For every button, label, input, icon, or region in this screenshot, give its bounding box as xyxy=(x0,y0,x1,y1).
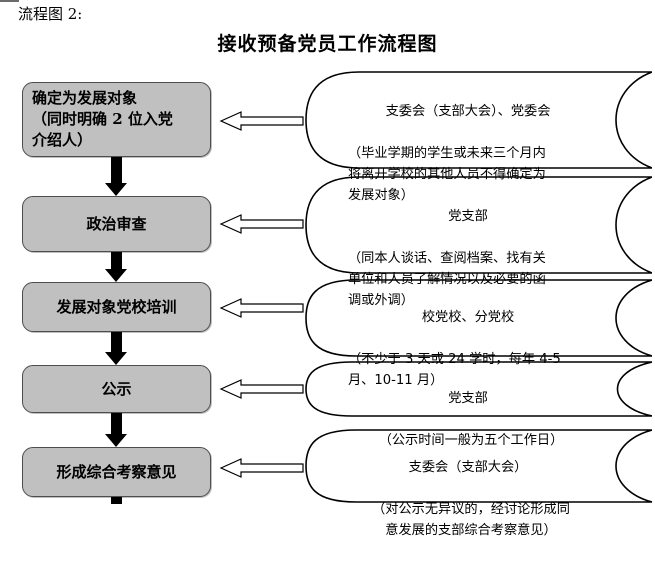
callout-body: （同本人谈话、查阅档案、找有关 单位和人员了解情况以及必要的函 调或外调） xyxy=(348,251,546,308)
left-block-arrow-icon xyxy=(219,379,304,399)
process-box-step-3[interactable]: 发展对象党校培训 xyxy=(22,282,211,332)
tape-shape-outline xyxy=(305,361,652,417)
chart-title: 接收预备党员工作流程图 xyxy=(217,33,438,55)
tape-shape-outline xyxy=(305,279,652,357)
callout-step-4[interactable]: 党支部 （公示时间一般为五个工作日） xyxy=(304,360,652,448)
tape-shape-outline xyxy=(305,176,652,274)
tape-shape-outline xyxy=(305,429,652,503)
arrow-head-down-icon xyxy=(105,434,127,447)
callout-arrow-step-5 xyxy=(219,457,305,479)
callout-arrow-step-4 xyxy=(219,378,305,400)
left-block-arrow-icon xyxy=(219,111,304,131)
arrow-shaft xyxy=(111,332,122,352)
process-box-step-4[interactable]: 公示 xyxy=(22,365,211,413)
callout-arrow-step-2 xyxy=(219,213,305,235)
callout-body: （对公示无异议的，经讨论形成同 意发展的支部综合考察意见） xyxy=(372,502,570,538)
process-box-label: 公示 xyxy=(101,379,132,398)
arrow-head-down-icon xyxy=(105,352,127,365)
arrow-shaft xyxy=(111,252,122,269)
process-box-label: 确定为发展对象 （同时明确 2 位入党 介绍人） xyxy=(32,89,173,149)
left-block-arrow-icon xyxy=(219,298,304,318)
callout-step-3[interactable]: 校党校、分党校 （不少于 3 天或 24 学时，每年 4-5 月、10-11 月… xyxy=(304,278,652,388)
arrow-shaft xyxy=(111,413,122,434)
process-box-step-1[interactable]: 确定为发展对象 （同时明确 2 位入党 介绍人） xyxy=(22,82,211,157)
callout-heading: 支委会（支部大会） xyxy=(408,460,528,475)
document-header-label: 流程图 2: xyxy=(18,5,83,23)
tape-shape-outline xyxy=(305,71,652,169)
callout-heading: 支委会（支部大会）、党委会 xyxy=(385,104,551,119)
process-box-step-5[interactable]: 形成综合考察意见 xyxy=(22,447,211,497)
left-block-arrow-icon xyxy=(219,458,304,478)
process-box-step-2[interactable]: 政治审查 xyxy=(22,196,211,252)
connector-arrow-3-to-4 xyxy=(97,332,137,365)
left-block-arrow-icon xyxy=(219,214,304,234)
connector-arrow-4-to-5 xyxy=(97,413,137,447)
callout-step-1[interactable]: 支委会（支部大会）、党委会 （毕业学期的学生或未来三个月内 将离开学校的其他人员… xyxy=(304,70,652,203)
callout-heading: 校党校、分党校 xyxy=(421,310,515,325)
callout-body: （公示时间一般为五个工作日） xyxy=(378,433,564,448)
process-box-label: 发展对象党校培训 xyxy=(56,297,177,316)
callout-arrow-step-3 xyxy=(219,297,305,319)
arrow-head-down-icon xyxy=(105,269,127,282)
callout-body: （毕业学期的学生或未来三个月内 将离开学校的其他人员不得确定为 发展对象） xyxy=(348,146,546,203)
arrow-shaft xyxy=(111,157,122,183)
connector-arrow-2-to-3 xyxy=(97,252,137,282)
connector-arrow-5-to-next xyxy=(97,497,137,504)
process-box-label: 形成综合考察意见 xyxy=(56,462,177,481)
callout-heading: 党支部 xyxy=(448,209,488,224)
callout-arrow-step-1 xyxy=(219,110,305,132)
callout-step-5[interactable]: 支委会（支部大会） （对公示无异议的，经讨论形成同 意发展的支部综合考察意见） xyxy=(304,428,652,538)
arrow-shaft xyxy=(111,497,122,504)
text-cursor-marker xyxy=(0,0,19,2)
callout-step-2[interactable]: 党支部 （同本人谈话、查阅档案、找有关 单位和人员了解情况以及必要的函 调或外调… xyxy=(304,175,652,308)
arrow-head-down-icon xyxy=(105,183,127,196)
callout-body: （不少于 3 天或 24 学时，每年 4-5 月、10-11 月） xyxy=(348,352,561,388)
connector-arrow-1-to-2 xyxy=(97,157,137,196)
process-box-label: 政治审查 xyxy=(86,214,147,233)
callout-heading: 党支部 xyxy=(448,391,488,406)
